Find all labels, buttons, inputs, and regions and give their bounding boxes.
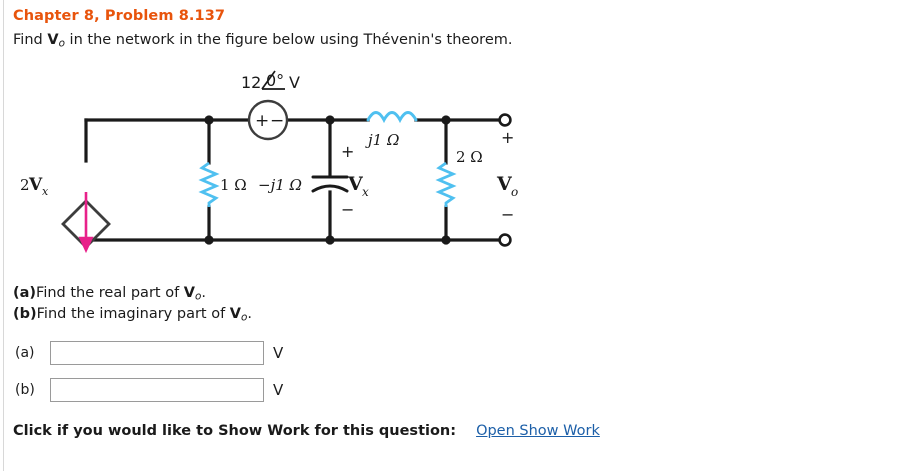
statement-prefix: Find [13, 32, 48, 48]
vo-label: V [496, 173, 513, 195]
vx-plus-sign: + [341, 142, 354, 161]
page-left-border [3, 0, 4, 471]
dependent-source-variable-subscript: x [42, 185, 49, 198]
node-dot [441, 115, 451, 125]
node-dot [325, 235, 335, 245]
source-unit-text: V [289, 73, 300, 92]
question-a-label: (a) [13, 285, 37, 301]
node-dot [204, 235, 214, 245]
voltage-source-symbol [247, 99, 289, 141]
answer-a-unit: V [273, 344, 284, 362]
source-magnitude-text: 12 [241, 73, 261, 92]
open-show-work-link[interactable]: Open Show Work [476, 423, 600, 439]
resistor-2ohm-label: 2 Ω [456, 148, 483, 166]
problem-statement: Find Vo in the network in the figure bel… [13, 32, 513, 49]
capacitor-label: −j1 Ω [258, 176, 302, 194]
circuit-diagram: 12 0° V + − 2 V x 1 Ω −j1 Ω j1 Ω 2 Ω + V… [0, 62, 560, 272]
voltage-source-circle [247, 99, 289, 141]
output-terminal-top [498, 113, 512, 127]
source-minus-sign: − [270, 111, 284, 131]
output-terminals [498, 113, 512, 247]
node-dot [325, 115, 335, 125]
angle-slash-icon [261, 70, 276, 90]
show-work-row: Click if you would like to Show Work for… [13, 423, 600, 439]
resistor-2ohm-symbol [435, 161, 457, 207]
voltage-source-label: 12 0° V [241, 70, 300, 92]
statement-variable-subscript: o [58, 37, 65, 50]
resistor-1ohm-label: 1 Ω [220, 176, 247, 194]
answer-a-tag: (a) [15, 345, 35, 361]
vx-label: V [347, 173, 364, 195]
dependent-current-source-symbol [61, 192, 111, 254]
dependent-source-label: 2 V x [20, 175, 49, 198]
resistor-1ohm-symbol [198, 161, 220, 207]
statement-variable: V [47, 32, 59, 48]
question-b-variable-subscript: o [241, 311, 248, 324]
vo-plus-sign: + [501, 128, 514, 147]
circuit-nodes [204, 115, 451, 245]
question-b-variable: V [229, 306, 242, 322]
question-a-variable-subscript: o [195, 290, 202, 303]
answer-b-input[interactable] [50, 378, 264, 402]
inductor-symbol [366, 111, 418, 124]
answer-a-input[interactable] [50, 341, 264, 365]
current-arrow-icon [78, 192, 94, 254]
vx-label-subscript: x [362, 185, 369, 199]
node-dot [204, 115, 214, 125]
question-b-suffix: . [247, 306, 253, 322]
question-a-text: Find the real part of [36, 285, 184, 301]
node-dot [441, 235, 451, 245]
statement-suffix: in the network in the figure below using… [64, 32, 513, 48]
capacitor-symbol [311, 175, 349, 193]
dependent-source-gain-text: 2 [20, 176, 30, 194]
output-terminal-bottom [498, 233, 512, 247]
question-b-label: (b) [13, 306, 37, 322]
answer-row-a: (a) V [15, 341, 283, 365]
source-angle-text: 0° [266, 71, 284, 90]
question-b-text: Find the imaginary part of [36, 306, 230, 322]
vo-label-subscript: o [511, 185, 518, 199]
answer-b-tag: (b) [15, 382, 35, 398]
inductor-label: j1 Ω [365, 131, 399, 149]
vo-minus-sign: − [501, 205, 514, 224]
answer-row-b: (b) V [15, 378, 283, 402]
answer-b-unit: V [273, 381, 284, 399]
question-b: (b)Find the imaginary part of Vo. [13, 306, 252, 323]
question-a-variable: V [183, 285, 196, 301]
show-work-text: Click if you would like to Show Work for… [13, 423, 457, 439]
dependent-source-variable-text: V [28, 175, 43, 195]
page-title: Chapter 8, Problem 8.137 [13, 8, 226, 24]
question-a-suffix: . [201, 285, 207, 301]
source-plus-sign: + [255, 111, 269, 131]
vx-minus-sign: − [341, 200, 354, 219]
question-a: (a)Find the real part of Vo. [13, 285, 206, 302]
